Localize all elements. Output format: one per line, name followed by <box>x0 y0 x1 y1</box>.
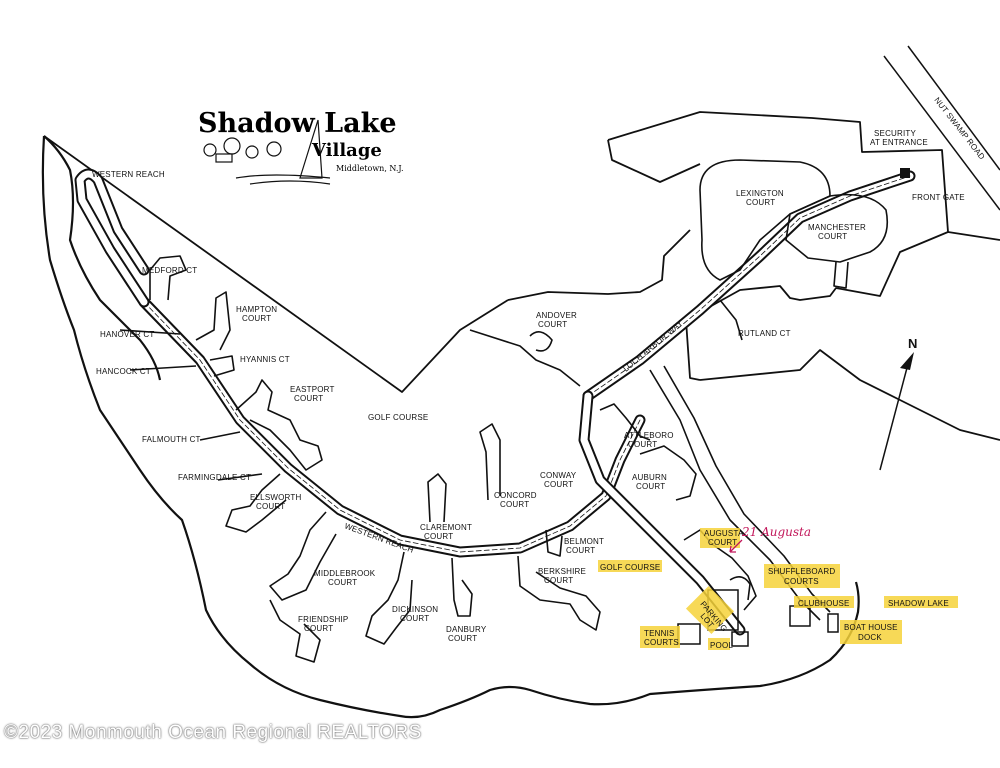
friendship-court-label-1: FRIENDSHIP <box>298 615 348 624</box>
nut-swamp-road-label: NUT SWAMP ROAD <box>932 96 986 162</box>
eastport-court-label-2: COURT <box>294 394 323 403</box>
handwritten-note: 21 Augusta <box>741 525 811 539</box>
boat-house-label-2: DOCK <box>858 633 882 642</box>
highlight-boat-house <box>840 620 902 644</box>
clubhouse-label: CLUBHOUSE <box>798 599 850 608</box>
watermark: ©2023 Monmouth Ocean Regional REALTORS <box>4 722 422 743</box>
rutland-ct-label: RUTLAND CT <box>738 329 791 338</box>
main-roads <box>74 168 916 636</box>
boat-house-label-1: BOAT HOUSE <box>844 623 898 632</box>
falmouth-ct-label: FALMOUTH CT <box>142 435 201 444</box>
hyannis-ct-label: HYANNIS CT <box>240 355 290 364</box>
north-arrow: N <box>879 336 917 471</box>
manchester-court-label-2: COURT <box>818 232 847 241</box>
andover-court-label-1: ANDOVER <box>536 311 577 320</box>
tennis-label-2: COURTS <box>644 638 679 647</box>
highlight-parking-lot <box>685 585 735 635</box>
court-labels: MEDFORD CT HAMPTON COURT HANOVER CT HYAN… <box>96 189 866 643</box>
place-labels: GOLF COURSE GOLF COURSE SECURITY AT ENTR… <box>368 129 965 650</box>
claremont-court-label-1: CLAREMONT <box>420 523 472 532</box>
boat-house-footprint <box>827 613 839 633</box>
belmont-court-label-1: BELMONT <box>564 537 604 546</box>
concord-court-label-2: COURT <box>500 500 529 509</box>
street-labels: WESTERN REACH WESTERN REACH LOCH ARBOR W… <box>92 170 685 555</box>
berkshire-court-label-1: BERKSHIRE <box>538 567 586 576</box>
dickinson-court-label-2: COURT <box>400 614 429 623</box>
pool-footprint <box>731 631 749 647</box>
golf-course-label: GOLF COURSE <box>368 413 428 422</box>
golf-course-label-2: GOLF COURSE <box>600 563 660 572</box>
concord-court-label-1: CONCORD <box>494 491 537 500</box>
ellsworth-court-label-1: ELLSWORTH <box>250 493 301 502</box>
north-label: N <box>908 336 917 351</box>
annotation-arrow-icon <box>729 539 743 553</box>
title-line2: Village <box>311 140 382 161</box>
shadow-lake-label: SHADOW LAKE <box>888 599 949 608</box>
hanover-ct-label: HANOVER CT <box>100 330 154 339</box>
highlight-tennis <box>640 626 680 648</box>
augusta-court-label-2: COURT <box>708 538 737 547</box>
danbury-court-label-1: DANBURY <box>446 625 487 634</box>
andover-court-label-2: COURT <box>538 320 567 329</box>
map-title-block: Shadow Lake Village Middletown, N.J. <box>198 108 404 185</box>
eastport-court-label-1: EASTPORT <box>290 385 335 394</box>
pool-label: POOL <box>710 641 733 650</box>
security-booth-icon <box>900 168 910 178</box>
highlighter-marks <box>598 528 958 650</box>
property-boundary <box>41 111 1000 719</box>
hampton-court-label-1: HAMPTON <box>236 305 277 314</box>
handwritten-annotation: 21 Augusta <box>729 525 811 553</box>
highlight-clubhouse <box>794 596 854 608</box>
highlight-shuffleboard <box>764 564 840 588</box>
ellsworth-court-label-2: COURT <box>256 502 285 511</box>
dickinson-court-label-1: DICKINSON <box>392 605 438 614</box>
hancock-ct-label: HANCOCK CT <box>96 367 151 376</box>
clubhouse-footprint <box>789 605 811 627</box>
tennis-label-1: TENNIS <box>644 629 675 638</box>
highlight-shadow-lake <box>884 596 958 608</box>
shuffleboard-label-2: COURTS <box>784 577 819 586</box>
title-location: Middletown, N.J. <box>336 164 404 173</box>
middlebrook-court-label-1: MIDDLEBROOK <box>314 569 376 578</box>
claremont-court-label-2: COURT <box>424 532 453 541</box>
security-label-2: AT ENTRANCE <box>870 138 928 147</box>
manchester-court-label-1: MANCHESTER <box>808 223 866 232</box>
shuffleboard-label-1: SHUFFLEBOARD <box>768 567 835 576</box>
highlight-augusta <box>700 528 740 548</box>
danbury-court-label-2: COURT <box>448 634 477 643</box>
lexington-court-label-1: LEXINGTON <box>736 189 784 198</box>
security-label-1: SECURITY <box>874 129 917 138</box>
middlebrook-court-label-2: COURT <box>328 578 357 587</box>
farmingdale-ct-label: FARMINGDALE CT <box>178 473 251 482</box>
north-arrow-icon <box>900 352 914 370</box>
auburn-court-label-1: AUBURN <box>632 473 667 482</box>
western-reach-top-label: WESTERN REACH <box>92 170 165 179</box>
nut-swamp-road: NUT SWAMP ROAD <box>883 45 1000 211</box>
augusta-court-label-1: AUGUSTA <box>704 529 744 538</box>
attleboro-court-label-1: ATTLEBORO <box>624 431 674 440</box>
friendship-court-label-2: COURT <box>304 624 333 633</box>
loch-arbor-way-label: LOCH ARBOR WAY <box>622 318 685 373</box>
title-line1: Shadow Lake <box>198 108 397 139</box>
front-gate-label: FRONT GATE <box>912 193 965 202</box>
highlight-pool <box>708 638 730 650</box>
attleboro-court-label-2: COURT <box>628 440 657 449</box>
conway-court-label-1: CONWAY <box>540 471 577 480</box>
conway-court-label-2: COURT <box>544 480 573 489</box>
auburn-court-label-2: COURT <box>636 482 665 491</box>
medford-ct-label: MEDFORD CT <box>142 266 197 275</box>
highlight-golf-course <box>598 560 662 572</box>
lexington-court-label-2: COURT <box>746 198 775 207</box>
berkshire-court-label-2: COURT <box>544 576 573 585</box>
tennis-court-footprint <box>677 623 701 645</box>
hampton-court-label-2: COURT <box>242 314 271 323</box>
logo-vignette-icon <box>203 119 331 185</box>
belmont-court-label-2: COURT <box>566 546 595 555</box>
